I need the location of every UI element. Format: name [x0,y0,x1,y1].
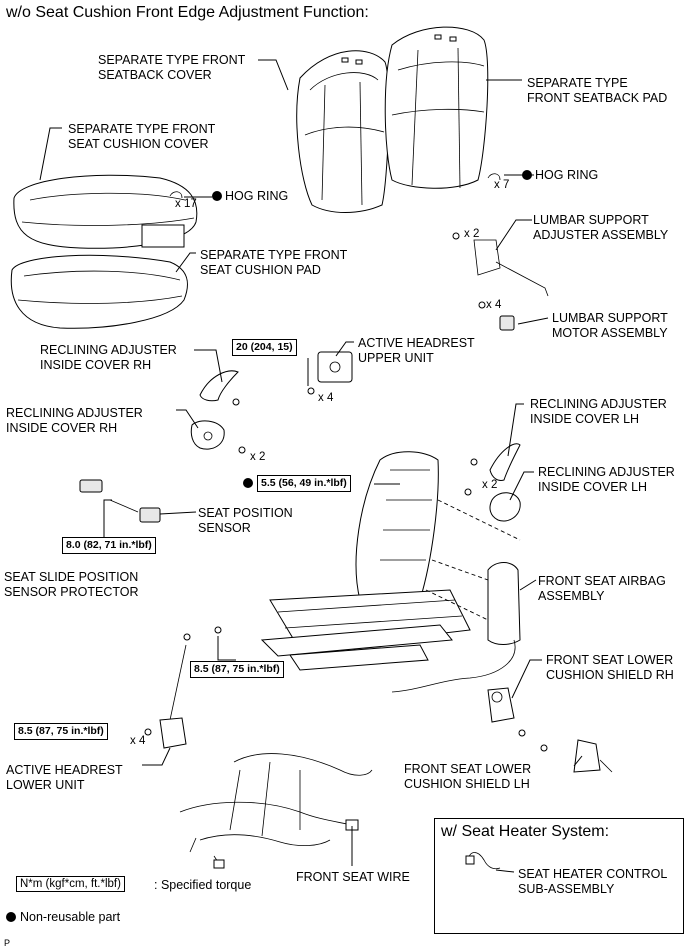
non-reusable-dot-1 [212,191,222,201]
label-active-upper: ACTIVE HEADREST UPPER UNIT [358,336,475,365]
page-header: w/o Seat Cushion Front Edge Adjustment F… [6,4,369,21]
torque-frame-lower: 8.5 (87, 75 in.*lbf) [190,661,284,678]
seat-cushion-cover-part [13,174,198,249]
label-active-lower: ACTIVE HEADREST LOWER UNIT [6,763,123,792]
airbag-part [391,562,521,693]
torque-active-upper: 20 (204, 15) [232,339,297,356]
label-hog-ring-1: HOG RING [225,189,289,203]
seat-position-sensor-part [109,499,161,523]
non-reusable-dot-3 [243,478,253,488]
torque-active-lower: 8.5 (87, 75 in.*lbf) [14,723,108,740]
qty-hog-ring-1: x 17 [175,198,197,210]
qty-hog-ring-2: x 7 [494,179,510,191]
heater-system-box: w/ Seat Heater System: [434,818,684,934]
label-airbag: FRONT SEAT AIRBAG ASSEMBLY [538,574,666,603]
legend-torque-units: N*m (kgf*cm, ft.*lbf) [16,876,125,892]
label-seatback-pad: SEPARATE TYPE FRONT SEATBACK PAD [527,76,668,105]
label-reclining-rh-1: RECLINING ADJUSTER INSIDE COVER RH [40,343,177,372]
qty-lumbar-motor: x 4 [486,299,502,311]
seatback-cover-part [296,50,390,213]
label-lumbar-adjuster: LUMBAR SUPPORT ADJUSTER ASSEMBLY [533,213,669,242]
qty-reclining-rh: x 2 [250,451,266,463]
heater-box-title: w/ Seat Heater System: [441,823,610,840]
non-reusable-dot-2 [522,170,532,180]
legend-non-reusable-dot [6,912,16,922]
seat-frame-part [260,451,471,671]
legend-non-reusable: Non-reusable part [20,910,121,924]
label-lower-shield-rh: FRONT SEAT LOWER CUSHION SHIELD RH [546,653,674,682]
label-front-seat-wire: FRONT SEAT WIRE [296,870,410,884]
label-slide-sensor-protector: SEAT SLIDE POSITION SENSOR PROTECTOR [4,570,139,599]
label-reclining-lh-1: RECLINING ADJUSTER INSIDE COVER LH [530,397,667,426]
slide-sensor-protector-part [79,479,103,493]
label-seat-position-sensor: SEAT POSITION SENSOR [198,506,293,535]
qty-active-upper: x 4 [318,392,334,404]
label-lumbar-motor: LUMBAR SUPPORT MOTOR ASSEMBLY [552,311,668,340]
seatback-pad-part [384,26,489,189]
hog-ring-right-part [487,173,501,181]
label-lower-shield-lh: FRONT SEAT LOWER CUSHION SHIELD LH [404,762,532,791]
heater-control-part [465,852,501,870]
label-reclining-rh-2: RECLINING ADJUSTER INSIDE COVER RH [6,406,143,435]
seat-cushion-pad-part [10,254,188,329]
active-headrest-upper-part [307,351,353,395]
label-hog-ring-2: HOG RING [535,168,599,182]
label-seatback-cover: SEPARATE TYPE FRONT SEATBACK COVER [98,53,246,82]
lower-shield-lh-part [540,739,613,773]
front-seat-wire-part [179,753,373,869]
label-cushion-pad: SEPARATE TYPE FRONT SEAT CUSHION PAD [200,248,348,277]
torque-sensor: 8.0 (82, 71 in.*lbf) [62,537,156,554]
hog-ring-left-part [169,191,183,199]
label-heater-control: SEAT HEATER CONTROL SUB-ASSEMBLY [518,867,668,896]
torque-frame: 5.5 (56, 49 in.*lbf) [257,475,351,492]
reclining-lh-upper-part [470,443,521,481]
reclining-rh-lower-part [190,420,246,454]
label-cushion-cover: SEPARATE TYPE FRONT SEAT CUSHION COVER [68,122,216,151]
lower-shield-rh-part [487,687,526,737]
legend-torque-text: : Specified torque [154,878,252,892]
lumbar-adjuster-part [452,232,549,297]
reclining-lh-lower-part [464,488,521,522]
corner-mark: P [4,938,11,948]
active-headrest-lower-part [144,626,222,749]
qty-reclining-lh: x 2 [482,479,498,491]
reclining-rh-upper-part [199,370,240,406]
lumbar-motor-part [478,301,515,331]
qty-active-lower: x 4 [130,735,146,747]
label-reclining-lh-2: RECLINING ADJUSTER INSIDE COVER LH [538,465,675,494]
qty-lumbar-adjuster: x 2 [464,228,480,240]
